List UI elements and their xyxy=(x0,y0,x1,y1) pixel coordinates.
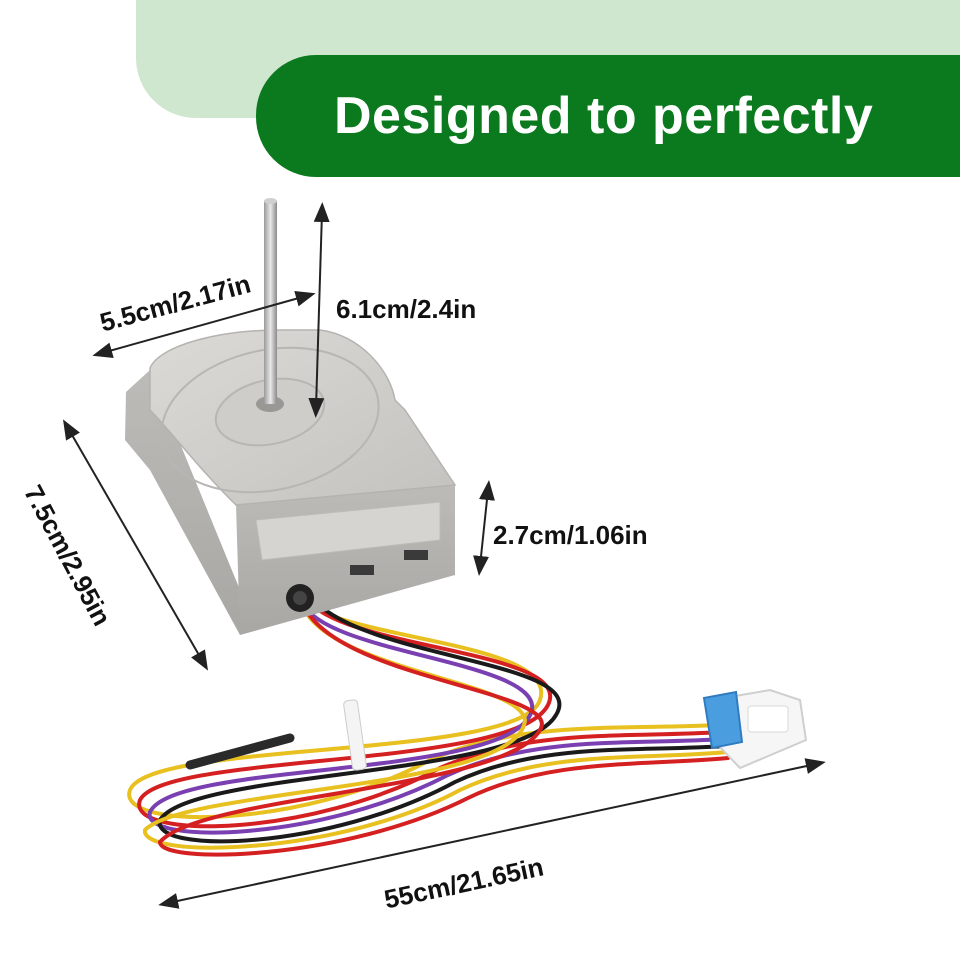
dim-arrow-height xyxy=(308,202,330,418)
connector xyxy=(702,688,808,770)
dim-arrow-width xyxy=(92,290,316,359)
motor-shaft xyxy=(264,200,277,404)
fan-motor xyxy=(125,198,457,635)
banner: Designed to perfectly xyxy=(256,55,960,177)
dim-arrow-body-height xyxy=(473,480,495,576)
dim-arrow-cable xyxy=(158,758,826,909)
wire-harness xyxy=(127,594,730,857)
dim-arrow-depth xyxy=(63,419,208,671)
banner-title: Designed to perfectly xyxy=(334,87,874,145)
wire-sleeve xyxy=(185,733,295,770)
dimension-body-height-label: 2.7cm/1.06in xyxy=(493,520,648,550)
dimension-height-label: 6.1cm/2.4in xyxy=(336,294,477,324)
